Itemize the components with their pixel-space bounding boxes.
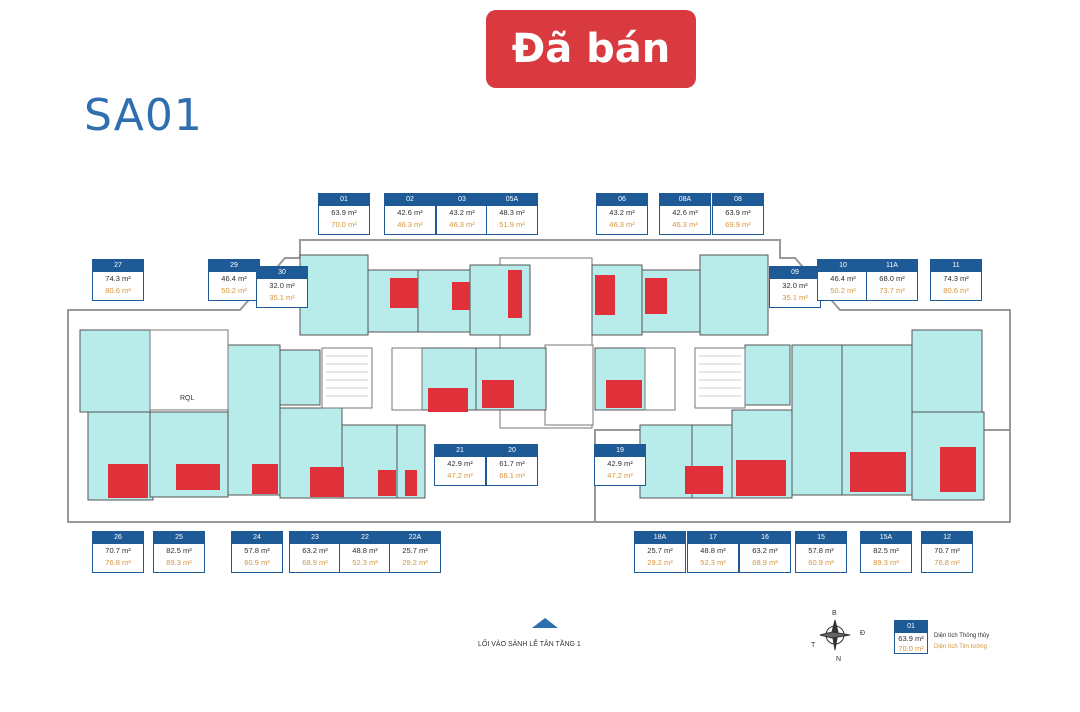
sold-markers bbox=[108, 270, 976, 498]
compass-e: Đ bbox=[860, 630, 866, 637]
legend-label-1: Diện tích Thông thủy bbox=[934, 633, 990, 639]
compass-s: N bbox=[836, 656, 842, 663]
rql-label: RQL bbox=[180, 395, 195, 402]
compass bbox=[819, 619, 851, 651]
legend-label-2: Diện tích Tim tường bbox=[934, 644, 987, 650]
block-title: SA01 bbox=[84, 90, 203, 141]
legend-tag: 01 63.9 m² 70.0 m² bbox=[894, 620, 928, 654]
compass-w: T bbox=[811, 642, 816, 649]
entrance-label: LỐI VÀO SẢNH LỄ TÂN TẦNG 1 bbox=[478, 641, 581, 648]
entrance-arrow bbox=[532, 618, 558, 628]
compass-n: B bbox=[832, 610, 837, 617]
sold-badge: Đã bán bbox=[486, 10, 696, 88]
